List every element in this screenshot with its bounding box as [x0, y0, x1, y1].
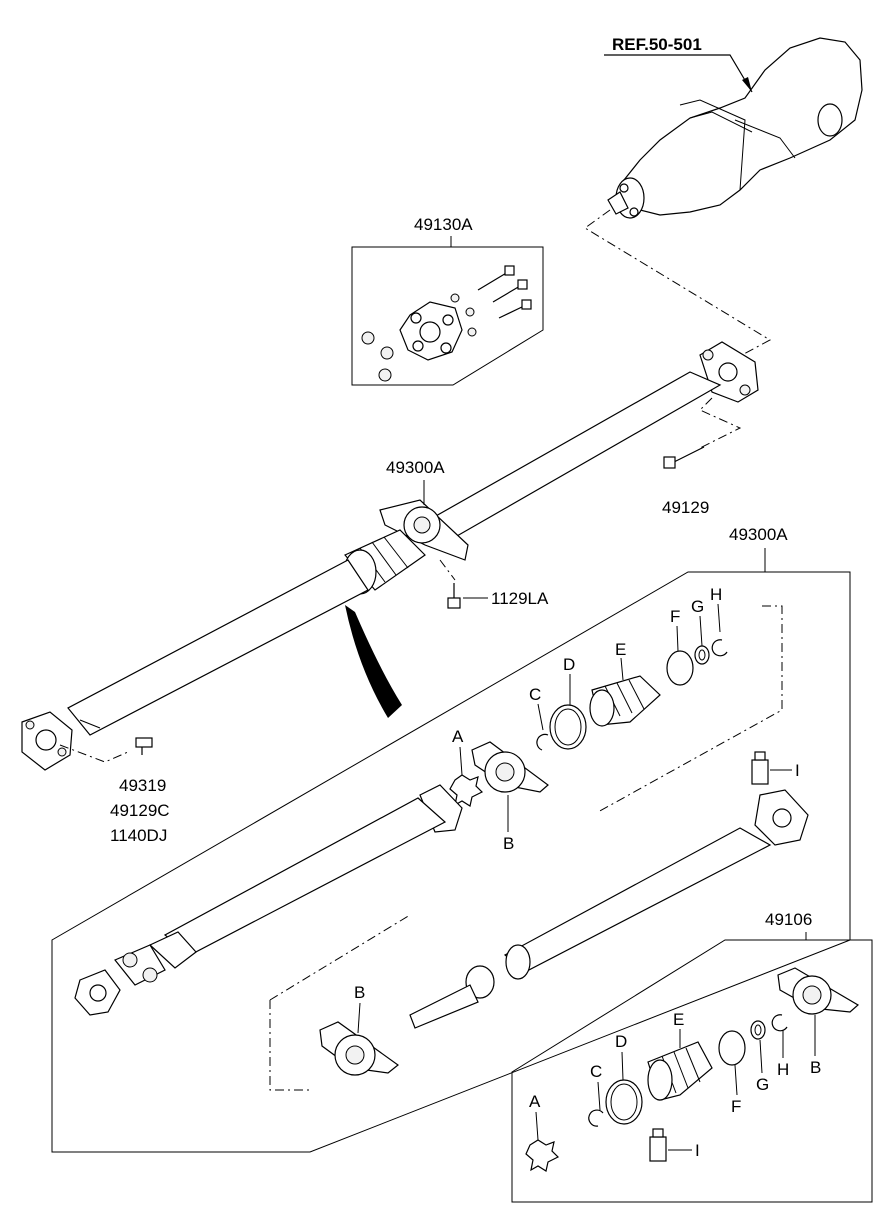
damper-A-kit — [525, 1139, 560, 1172]
fitting-I-upper — [751, 759, 769, 785]
label-F-upper: F — [670, 607, 680, 626]
label-H-upper: H — [710, 585, 722, 604]
part-number-49300A-lower: 49300A — [729, 525, 788, 544]
label-G-kit: G — [756, 1075, 769, 1094]
label-A-upper: A — [452, 727, 464, 746]
damper-A-upper — [449, 774, 484, 807]
label-I-upper: I — [795, 761, 800, 780]
propeller-shaft-upper — [21, 341, 759, 771]
bolt-group-left: 49319 49129C 1140DJ — [59, 737, 170, 845]
fitting-I-kit — [649, 1136, 667, 1162]
label-D-kit: D — [615, 1032, 627, 1051]
label-B-upper: B — [503, 834, 514, 853]
assembly-frame — [51, 571, 851, 1153]
detail-arrow — [345, 605, 402, 718]
label-G-upper: G — [691, 597, 704, 616]
snap-ring-C — [536, 733, 549, 751]
ref-label: REF.50-501 — [604, 35, 753, 93]
label-F-kit: F — [731, 1097, 741, 1116]
label-E-upper: E — [615, 640, 626, 659]
bolt-49129: 49129 — [662, 397, 742, 517]
bolt-1129LA: 1129LA — [439, 559, 549, 609]
transmission-housing — [607, 37, 863, 219]
part-number-49129: 49129 — [662, 498, 709, 517]
part-number-1140DJ: 1140DJ — [110, 826, 167, 845]
ref-label-text: REF.50-501 — [612, 35, 702, 54]
label-C-kit: C — [590, 1062, 602, 1081]
front-shaft-lower — [74, 784, 463, 1016]
rear-shaft-lower — [409, 789, 809, 1029]
label-I-kit: I — [695, 1141, 700, 1160]
upper-small-parts — [536, 639, 728, 751]
part-number-49130A: 49130A — [414, 215, 473, 234]
label-H-kit: H — [777, 1060, 789, 1079]
label-C-upper: C — [529, 685, 541, 704]
kit-frame-49106 — [511, 939, 873, 1203]
label-E-kit: E — [673, 1010, 684, 1029]
label-B-lower-left: B — [354, 983, 365, 1002]
part-number-49300A-upper: 49300A — [386, 458, 445, 477]
label-D-upper: D — [563, 655, 575, 674]
part-number-49129C: 49129C — [110, 801, 170, 820]
label-A-kit: A — [529, 1092, 541, 1111]
part-number-49319: 49319 — [119, 776, 166, 795]
part-number-49106: 49106 — [765, 910, 812, 929]
part-number-1129LA: 1129LA — [491, 589, 549, 608]
label-B-kit: B — [810, 1058, 821, 1077]
flex-coupling-kit-49130A: 49130A — [351, 215, 544, 386]
